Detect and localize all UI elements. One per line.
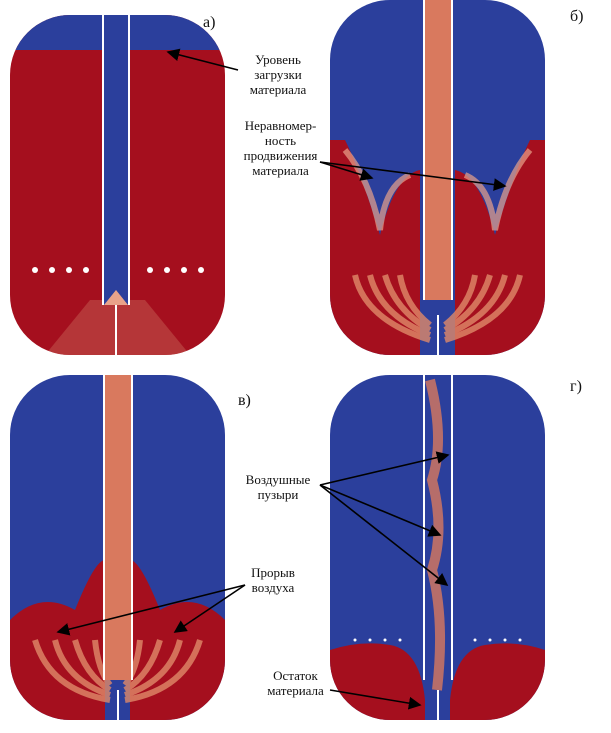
label-line: материала bbox=[249, 82, 307, 97]
label-loading-level: Уровень загрузки материала bbox=[238, 52, 318, 97]
label-air-bubbles: Воздушные пузыри bbox=[238, 472, 318, 502]
label-line: Остаток bbox=[273, 668, 318, 683]
panel-label-c: в) bbox=[238, 392, 251, 409]
panel-label-a: а) bbox=[203, 14, 216, 31]
label-residue: Остаток материала bbox=[258, 668, 333, 698]
label-line: продвижения bbox=[243, 148, 318, 163]
panel-a-vessel bbox=[10, 15, 225, 355]
panel-label-b: б) bbox=[570, 8, 584, 25]
label-nonuniform: Неравномер- ность продвижения материала bbox=[238, 118, 323, 178]
label-line: Прорыв bbox=[251, 565, 295, 580]
label-line: Воздушные bbox=[245, 472, 311, 487]
label-line: ность bbox=[264, 133, 297, 148]
panel-b-vessel bbox=[330, 0, 545, 355]
label-air-breakthrough: Прорыв воздуха bbox=[238, 565, 308, 595]
annotation-arrows bbox=[56, 48, 507, 710]
label-line: Уровень bbox=[255, 52, 301, 67]
label-line: загрузки bbox=[254, 67, 302, 82]
panel-c-vessel bbox=[10, 375, 225, 720]
panel-label-d: г) bbox=[570, 378, 582, 395]
label-line: материала bbox=[252, 163, 309, 178]
panel-d-vessel bbox=[330, 375, 545, 720]
label-line: Неравномер- bbox=[244, 118, 317, 133]
label-line: материала bbox=[267, 683, 324, 698]
label-line: пузыри bbox=[257, 487, 299, 502]
label-line: воздуха bbox=[251, 580, 295, 595]
